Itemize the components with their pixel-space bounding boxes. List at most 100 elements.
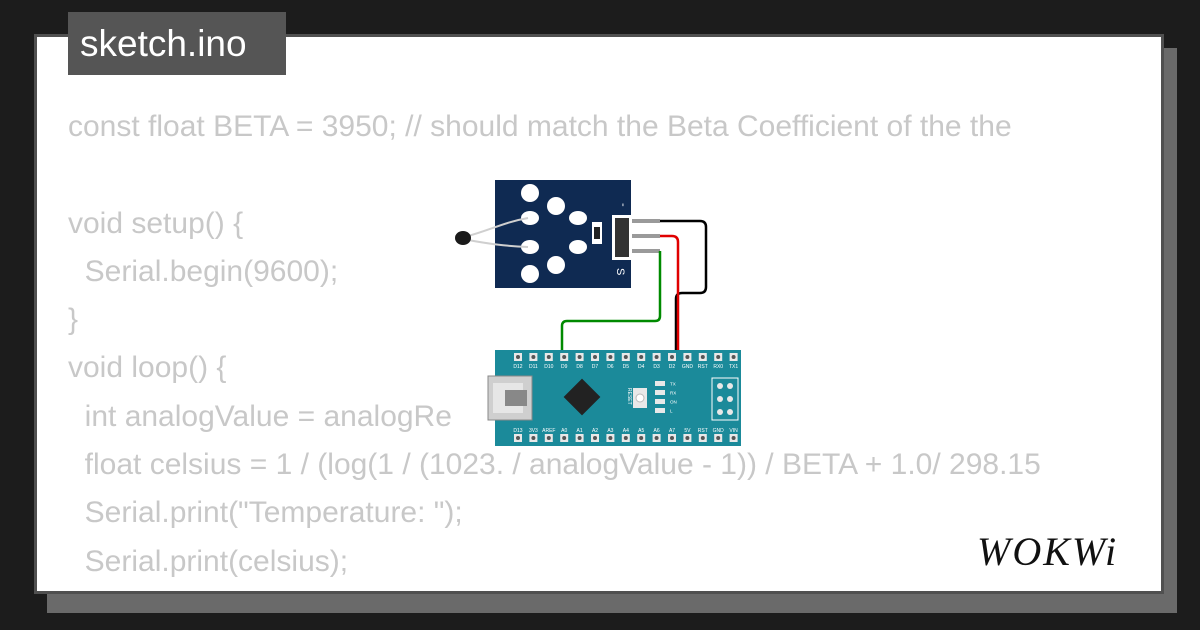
pin-label: AREF bbox=[542, 428, 555, 434]
pin-label-s: S bbox=[614, 268, 626, 275]
pin-label: TX1 bbox=[729, 364, 738, 370]
pin-hole bbox=[516, 355, 520, 359]
pin-hole bbox=[577, 436, 582, 440]
code-line: const float BETA = 3950; // should match… bbox=[68, 110, 1012, 143]
pin-label: A6 bbox=[654, 428, 660, 434]
pin-label: D13 bbox=[513, 428, 522, 434]
pin-hole bbox=[716, 355, 721, 359]
code-line: float celsius = 1 / (log(1 / (1023. / an… bbox=[68, 448, 1041, 482]
pin-label: RX0 bbox=[713, 364, 723, 370]
led-label: L bbox=[670, 409, 673, 414]
pin-label: GND bbox=[713, 428, 725, 434]
mount-hole bbox=[521, 265, 539, 283]
pin-label: D8 bbox=[576, 364, 583, 370]
mount-hole bbox=[521, 184, 539, 202]
wokwi-logo-text: WOKWi bbox=[977, 529, 1118, 574]
icsp-pin bbox=[727, 409, 733, 415]
icsp-pins bbox=[717, 383, 733, 415]
mount-hole bbox=[547, 256, 565, 274]
led bbox=[655, 399, 665, 404]
pin-label: A1 bbox=[577, 428, 583, 434]
pin-label: D5 bbox=[623, 364, 630, 370]
led-label: RX bbox=[670, 391, 676, 396]
wokwi-logo: WOKWi bbox=[977, 529, 1118, 574]
icsp-pin bbox=[717, 383, 723, 389]
pin-hole bbox=[593, 355, 597, 359]
pin-label: D2 bbox=[669, 364, 676, 370]
solder-pad bbox=[569, 240, 587, 254]
pin-label: D3 bbox=[653, 364, 660, 370]
pin-hole bbox=[654, 436, 659, 440]
pin-hole bbox=[562, 436, 567, 440]
pin-label: RST bbox=[698, 428, 708, 434]
pin-hole bbox=[531, 436, 536, 440]
pin-label: 5V bbox=[684, 428, 691, 434]
file-tab[interactable]: sketch.ino bbox=[68, 12, 286, 75]
pin-hole bbox=[562, 355, 567, 359]
thermistor-head bbox=[455, 231, 471, 245]
thermistor-lead bbox=[467, 217, 529, 237]
pin-label: A4 bbox=[623, 428, 629, 434]
code-line: } bbox=[68, 303, 79, 337]
pin-hole bbox=[685, 436, 690, 440]
pin-hole bbox=[546, 355, 551, 359]
pin-hole bbox=[639, 355, 644, 359]
icsp-pin bbox=[717, 396, 723, 402]
mcu-chip bbox=[563, 378, 601, 416]
pin-label: D10 bbox=[544, 364, 553, 370]
pin-hole bbox=[608, 436, 613, 440]
reset-label: RESET bbox=[626, 388, 632, 405]
solder-pad bbox=[521, 211, 539, 225]
pin-label: D9 bbox=[561, 364, 568, 370]
ntc-sensor-module[interactable]: - S bbox=[455, 180, 660, 288]
code-line: void setup() { bbox=[68, 206, 244, 240]
pin-hole bbox=[516, 436, 520, 440]
wire-signal bbox=[560, 251, 662, 438]
pin-label-minus: - bbox=[617, 203, 629, 207]
file-tab-label: sketch.ino bbox=[80, 23, 247, 64]
code-line: Serial.print("Temperature: "); bbox=[68, 496, 463, 530]
pin-label: 3V3 bbox=[529, 428, 538, 434]
code-line: Serial.begin(9600); bbox=[68, 254, 339, 288]
pin-label: RST bbox=[698, 364, 708, 370]
code-card: const float BETA = 3950; // should match… bbox=[34, 34, 1164, 594]
usb-port-slot bbox=[505, 390, 527, 406]
wire-vcc bbox=[660, 234, 680, 438]
led bbox=[655, 390, 665, 395]
pin-hole bbox=[577, 355, 582, 359]
reset-button-cap bbox=[635, 393, 645, 403]
thermistor-lead bbox=[467, 239, 529, 248]
pin-label: VIN bbox=[729, 428, 738, 434]
sensor-board bbox=[495, 180, 631, 288]
pin-hole bbox=[731, 355, 736, 359]
smd-resistor-body bbox=[594, 227, 600, 239]
pin-label: D7 bbox=[592, 364, 599, 370]
nano-board bbox=[495, 350, 741, 446]
pin-label: D6 bbox=[607, 364, 614, 370]
led bbox=[655, 408, 665, 413]
icsp-pin bbox=[727, 396, 733, 402]
solder-pad bbox=[521, 240, 539, 254]
code-editor[interactable]: const float BETA = 3950; // should match… bbox=[68, 103, 1041, 591]
pin-label: D12 bbox=[513, 364, 522, 370]
pin-hole bbox=[593, 436, 597, 440]
pin-label: D4 bbox=[638, 364, 645, 370]
pin-hole bbox=[670, 355, 674, 359]
icsp-header bbox=[711, 377, 739, 421]
icsp-pin bbox=[717, 409, 723, 415]
led-label: TX bbox=[670, 382, 676, 387]
pin-hole bbox=[716, 436, 721, 440]
pin-hole bbox=[700, 355, 705, 359]
solder-pad bbox=[569, 211, 587, 225]
pin-hole bbox=[608, 355, 613, 359]
pin-label: A5 bbox=[638, 428, 644, 434]
pin-label: A0 bbox=[561, 428, 567, 434]
wire-gnd bbox=[660, 219, 708, 356]
pin-label: A2 bbox=[592, 428, 598, 434]
pin-hole bbox=[654, 355, 659, 359]
pin-hole bbox=[531, 355, 536, 359]
